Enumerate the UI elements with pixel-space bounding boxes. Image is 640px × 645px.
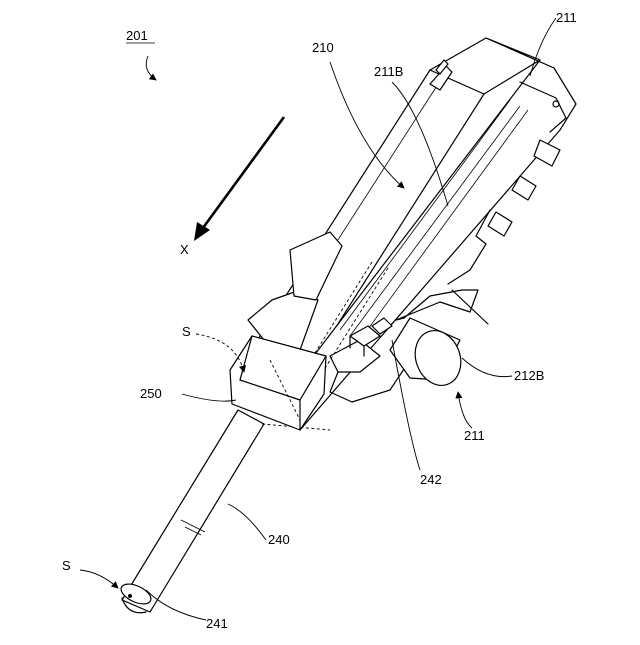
direction-arrow: X — [180, 117, 284, 257]
figure-number-text: 201 — [126, 28, 148, 43]
direction-label: X — [180, 242, 189, 257]
callout-211b: 211B — [374, 64, 403, 79]
callout-s-upper: S — [182, 324, 191, 339]
callout-s-lower: S — [62, 558, 71, 573]
callout-241: 241 — [206, 616, 228, 631]
callout-212b: 212B — [514, 368, 544, 383]
callout-211-top: 211 — [556, 10, 577, 25]
callout-250: 250 — [140, 386, 162, 401]
callout-240: 240 — [268, 532, 290, 547]
callout-211-bottom: 211 — [464, 428, 485, 443]
figure-number: 201 — [126, 28, 156, 80]
steering-shaft — [118, 410, 330, 613]
callout-242: 242 — [420, 472, 442, 487]
callout-210: 210 — [312, 40, 334, 55]
